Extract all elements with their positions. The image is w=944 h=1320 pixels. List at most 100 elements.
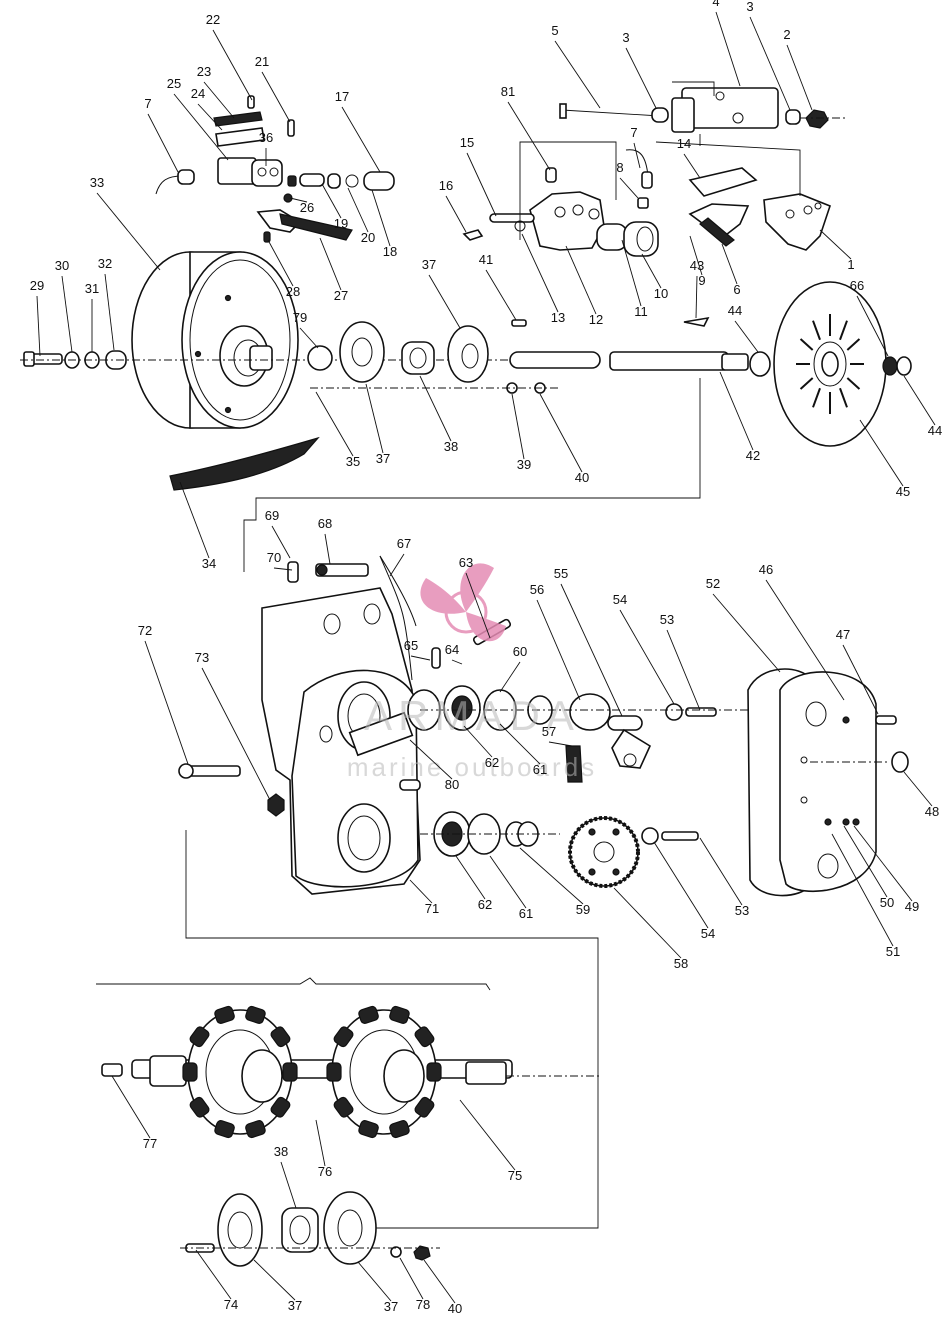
part-number-label: 23 — [197, 64, 211, 79]
callout-leader-73 — [201, 667, 271, 801]
part-number-label: 67 — [397, 536, 411, 551]
callout-leader-55 — [560, 583, 623, 717]
callout-leader-44 — [734, 320, 759, 353]
part-number-label: 11 — [634, 304, 648, 319]
callout-leader-4 — [715, 11, 741, 87]
chaincase-internals — [407, 618, 750, 888]
disc-spoke — [839, 320, 848, 341]
brake-lever-assembly — [155, 95, 395, 243]
sprocket-tooth — [282, 1062, 298, 1082]
callout-leader-26 — [289, 197, 308, 203]
callout-leader-8 — [619, 177, 639, 199]
callout-leader-11 — [621, 239, 642, 307]
callout-leader-78 — [399, 1257, 424, 1300]
callout-leader-61 — [499, 723, 541, 765]
part-number-label: 53 — [735, 903, 749, 918]
part-number-label: 73 — [195, 650, 209, 665]
part-number-label: 58 — [674, 956, 688, 971]
part-number-label: 18 — [383, 244, 397, 259]
part-number-label: 4 — [712, 0, 719, 9]
disc-spoke — [846, 377, 861, 390]
part-number-label: 40 — [448, 1301, 462, 1316]
callout-leader-48 — [903, 771, 933, 807]
part-number-label: 25 — [167, 76, 181, 91]
disc-spoke — [839, 387, 848, 408]
callout-leader-40 — [423, 1259, 456, 1304]
callout-leader-38 — [419, 375, 452, 442]
part-number-label: 9 — [698, 273, 705, 288]
callout-leader-45 — [859, 419, 904, 487]
chaincase-cover — [747, 668, 909, 897]
callout-leader-77 — [111, 1075, 151, 1139]
part-number-label: 6 — [733, 282, 740, 297]
disc-spoke — [812, 320, 821, 341]
callout-leader-33 — [96, 192, 161, 271]
callout-leader-62 — [455, 855, 486, 900]
callout-leader-59 — [519, 847, 584, 905]
part-number-label: 61 — [519, 906, 533, 921]
callout-leader-71 — [409, 879, 433, 904]
part-number-label: 21 — [255, 54, 269, 69]
callout-leader-60 — [499, 661, 521, 693]
sprocket-tooth — [214, 1005, 235, 1024]
disc-spoke — [799, 377, 814, 390]
part-number-label: 49 — [905, 899, 919, 914]
part-number-label: 57 — [542, 724, 556, 739]
part-number-label: 42 — [746, 448, 760, 463]
callout-leader-15 — [466, 152, 497, 217]
callout-leader-69 — [271, 525, 291, 559]
sprocket-tooth — [326, 1062, 342, 1082]
callout-leader-66 — [856, 295, 889, 357]
part-number-label: 53 — [660, 612, 674, 627]
part-number-label: 71 — [425, 901, 439, 916]
part-number-label: 13 — [551, 310, 565, 325]
part-number-label: 7 — [630, 125, 637, 140]
callout-leader-18 — [371, 189, 391, 247]
callout-leader-46 — [765, 579, 845, 701]
callout-leader-17 — [341, 106, 381, 173]
part-number-label: 37 — [384, 1299, 398, 1314]
sprocket-tooth — [182, 1062, 198, 1082]
part-number-label: 45 — [896, 484, 910, 499]
part-number-label: 38 — [444, 439, 458, 454]
part-number-label: 35 — [346, 454, 360, 469]
callout-leader-37 — [428, 274, 461, 329]
sprocket-tooth — [358, 1005, 379, 1024]
callout-leader-6 — [721, 243, 738, 285]
sprocket-tooth — [270, 1026, 291, 1048]
callout-leader-9 — [689, 235, 703, 276]
part-number-label: 64 — [445, 642, 459, 657]
sprocket-tooth — [214, 1120, 235, 1139]
part-number-label: 79 — [293, 310, 307, 325]
brake-caliper-assembly — [462, 81, 846, 257]
part-number-label: 52 — [706, 576, 720, 591]
callout-leader-24 — [197, 103, 223, 131]
part-number-label: 48 — [925, 804, 939, 819]
sprocket-tooth — [389, 1120, 410, 1139]
part-number-label: 37 — [376, 451, 390, 466]
callout-leader-65 — [410, 655, 431, 661]
callout-leader-1 — [819, 229, 852, 260]
sprocket-tooth — [245, 1120, 266, 1139]
callout-leader-38 — [280, 1161, 297, 1209]
part-number-label: 3 — [746, 0, 753, 14]
part-number-label: 44 — [928, 423, 942, 438]
part-number-label: 80 — [445, 777, 459, 792]
callout-leader-3 — [625, 47, 657, 109]
secondary-pulley-disc — [773, 281, 912, 447]
callout-leader-20 — [347, 187, 369, 233]
primary-drive-pulley — [20, 251, 510, 491]
callout-leader-28 — [267, 239, 294, 287]
part-number-label: 15 — [460, 135, 474, 150]
callout-leader-68 — [324, 533, 331, 565]
part-number-label: 5 — [551, 23, 558, 38]
callout-leader-72 — [144, 640, 189, 765]
part-number-label: 62 — [485, 755, 499, 770]
part-number-label: 33 — [90, 175, 104, 190]
callout-leader-29 — [36, 295, 41, 357]
callout-leader-53 — [699, 837, 743, 906]
part-number-label: 17 — [335, 89, 349, 104]
callout-leader-74 — [195, 1249, 232, 1300]
callout-leader-12 — [565, 245, 597, 315]
